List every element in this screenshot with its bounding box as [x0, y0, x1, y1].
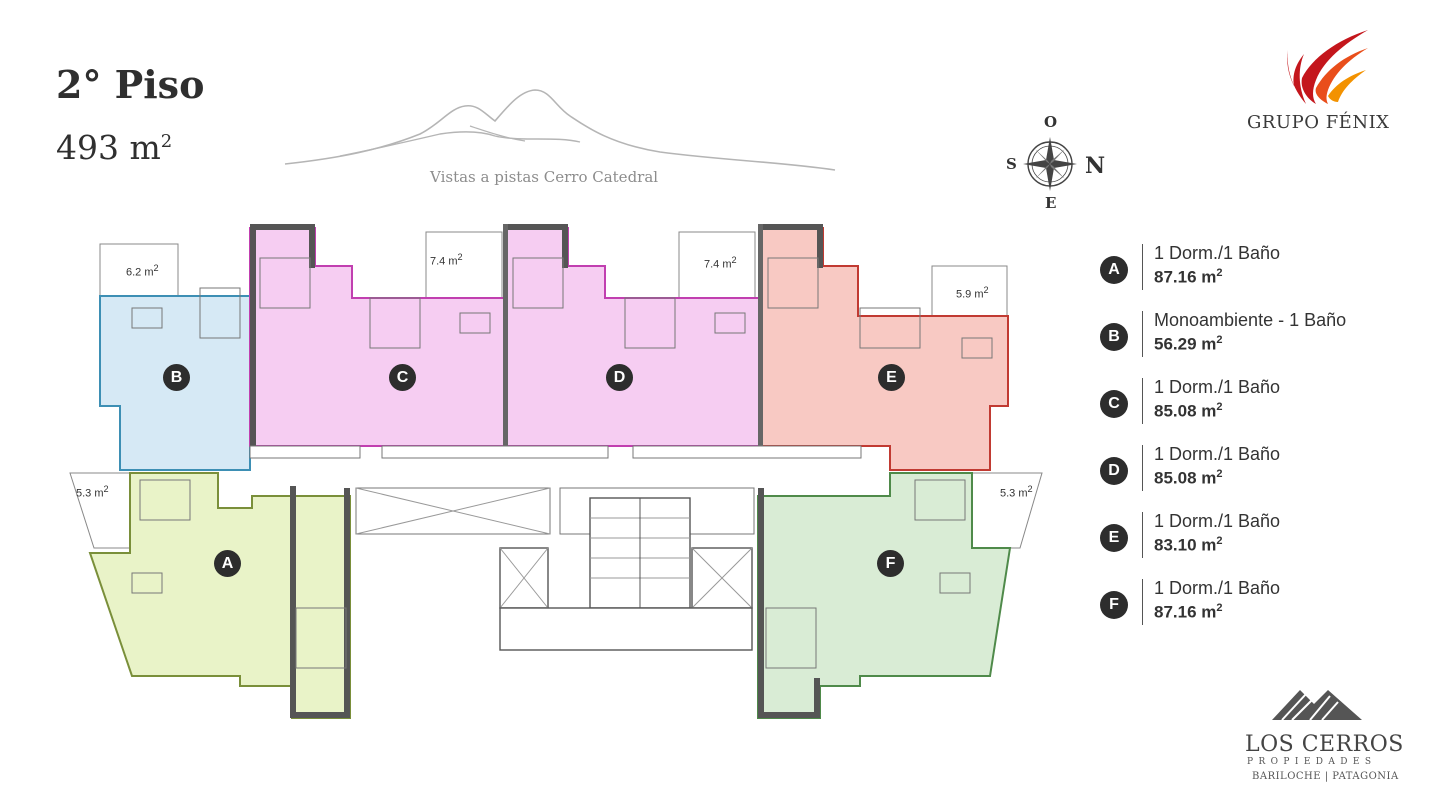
- legend-type-a: 1 Dorm./1 Baño: [1154, 243, 1281, 263]
- compass-south-label: E: [1045, 194, 1057, 212]
- legend-badge-a: A: [1100, 256, 1128, 284]
- unit-tag-b: B: [163, 364, 190, 391]
- legend-area-a: 87.16 m2: [1154, 267, 1223, 287]
- balcony-label-f: 5.3 m2: [1000, 484, 1033, 500]
- legend-item-f: F 1 Dorm./1 Baño 87.16 m2: [1100, 575, 1420, 642]
- legend-area-e: 83.10 m2: [1154, 535, 1223, 555]
- legend-badge-b: B: [1100, 323, 1128, 351]
- balcony-c: [425, 231, 503, 299]
- compass-east-label: N: [1085, 153, 1106, 179]
- fenix-logo: [1287, 30, 1368, 104]
- legend-badge-e: E: [1100, 524, 1128, 552]
- floor-plan: B C D E A F 6.2 m2 7.4 m2 7.4 m2 5.9 m2 …: [60, 218, 1050, 733]
- legend-type-c: 1 Dorm./1 Baño: [1154, 377, 1281, 397]
- legend-type-e: 1 Dorm./1 Baño: [1154, 511, 1281, 531]
- compass-icon: [1023, 137, 1077, 191]
- legend-area-d: 85.08 m2: [1154, 468, 1223, 488]
- legend-type-d: 1 Dorm./1 Baño: [1154, 444, 1281, 464]
- compass-west-label: S: [1006, 155, 1017, 173]
- unit-tag-d: D: [606, 364, 633, 391]
- legend-type-b: Monoambiente - 1 Baño: [1154, 310, 1347, 330]
- mountains-illustration: [284, 89, 836, 171]
- view-label: Vistas a pistas Cerro Catedral: [430, 168, 659, 186]
- unit-legend: A 1 Dorm./1 Baño 87.16 m2 B Monoambiente…: [1100, 240, 1420, 642]
- unit-f-area: [757, 472, 1012, 719]
- legend-badge-f: F: [1100, 591, 1128, 619]
- legend-item-b: B Monoambiente - 1 Baño 56.29 m2: [1100, 307, 1420, 374]
- legend-item-d: D 1 Dorm./1 Baño 85.08 m2: [1100, 441, 1420, 508]
- balcony-label-e: 5.9 m2: [956, 285, 989, 301]
- legend-area-f: 87.16 m2: [1154, 602, 1223, 622]
- balcony-e: [931, 265, 1008, 317]
- legend-badge-c: C: [1100, 390, 1128, 418]
- unit-tag-e: E: [878, 364, 905, 391]
- brand-name: GRUPO FÉNIX: [1247, 112, 1390, 133]
- legend-area-c: 85.08 m2: [1154, 401, 1223, 421]
- unit-tag-c: C: [389, 364, 416, 391]
- legend-item-e: E 1 Dorm./1 Baño 83.10 m2: [1100, 508, 1420, 575]
- legend-area-b: 56.29 m2: [1154, 334, 1223, 354]
- balcony-label-b: 6.2 m2: [126, 263, 159, 279]
- los-cerros-sub: PROPIEDADES: [1247, 757, 1377, 767]
- balcony-label-c: 7.4 m2: [430, 252, 463, 268]
- legend-item-a: A 1 Dorm./1 Baño 87.16 m2: [1100, 240, 1420, 307]
- unit-tag-a: A: [214, 550, 241, 577]
- floor-plan-drawing: [69, 224, 1043, 719]
- los-cerros-name: LOS CERROS: [1245, 732, 1404, 757]
- unit-tag-f: F: [877, 550, 904, 577]
- legend-type-f: 1 Dorm./1 Baño: [1154, 578, 1281, 598]
- page-title: 2° Piso: [56, 62, 205, 107]
- los-cerros-city: BARILOCHE | PATAGONIA: [1252, 771, 1399, 782]
- total-area-value: 493 m: [56, 128, 161, 167]
- balcony-label-d: 7.4 m2: [704, 255, 737, 271]
- legend-item-c: C 1 Dorm./1 Baño 85.08 m2: [1100, 374, 1420, 441]
- total-area-unit-sup: 2: [160, 131, 173, 152]
- total-area: 493 m2: [56, 128, 172, 167]
- balcony-d: [678, 231, 756, 299]
- balcony-b: [99, 243, 179, 297]
- los-cerros-logo: [1272, 690, 1362, 721]
- balcony-label-a: 5.3 m2: [76, 484, 109, 500]
- legend-badge-d: D: [1100, 457, 1128, 485]
- compass-north-label: O: [1044, 113, 1058, 131]
- unit-e-area: [759, 227, 1009, 471]
- unit-a-area: [88, 472, 351, 719]
- compass-rose: O E S N: [1003, 113, 1118, 213]
